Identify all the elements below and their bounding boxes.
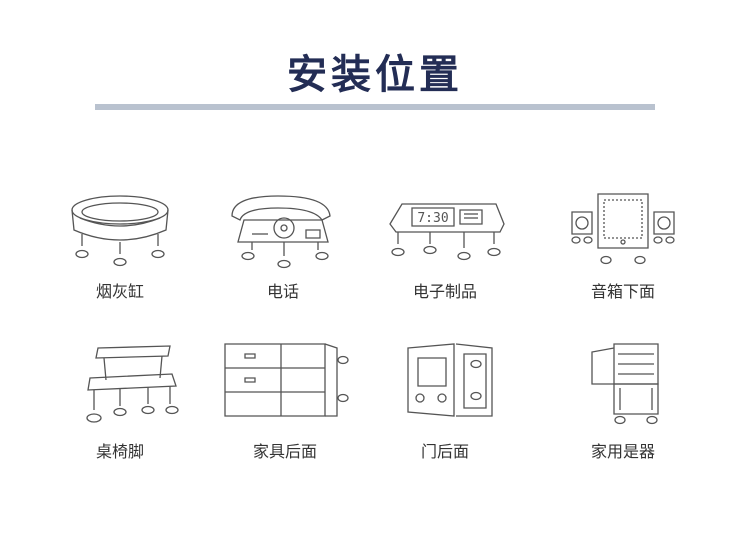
clock-display-text: 7:30 (417, 211, 448, 226)
item-cabinet: 家具后面 (210, 340, 360, 462)
item-ashtray: 烟灰缸 (45, 190, 195, 302)
ashtray-icon (60, 190, 180, 270)
item-label: 桌椅脚 (95, 442, 144, 461)
speaker-icon (558, 190, 688, 270)
item-label: 家具后面 (252, 442, 317, 461)
item-label: 电子制品 (412, 282, 477, 301)
cabinet-icon (215, 340, 355, 430)
title-underline (95, 104, 655, 110)
item-label: 音箱下面 (590, 282, 655, 301)
door-icon (380, 340, 510, 430)
appliance-icon (558, 340, 688, 430)
telephone-icon (218, 190, 348, 270)
item-label: 烟灰缸 (95, 282, 144, 301)
item-appliance: 家用是器 (548, 340, 698, 462)
item-label: 家用是器 (590, 442, 655, 461)
item-stool: 桌椅脚 (45, 340, 195, 462)
item-label: 门后面 (420, 442, 469, 461)
page-title: 安装位置 (287, 52, 463, 98)
item-speaker: 音箱下面 (548, 190, 698, 302)
item-label: 电话 (266, 282, 299, 301)
item-telephone: 电话 (208, 190, 358, 302)
stool-icon (60, 340, 180, 430)
digital-clock-icon: 7:30 (380, 190, 510, 270)
item-digital-clock: 7:30 电子制品 (370, 190, 520, 302)
item-door: 门后面 (370, 340, 520, 462)
